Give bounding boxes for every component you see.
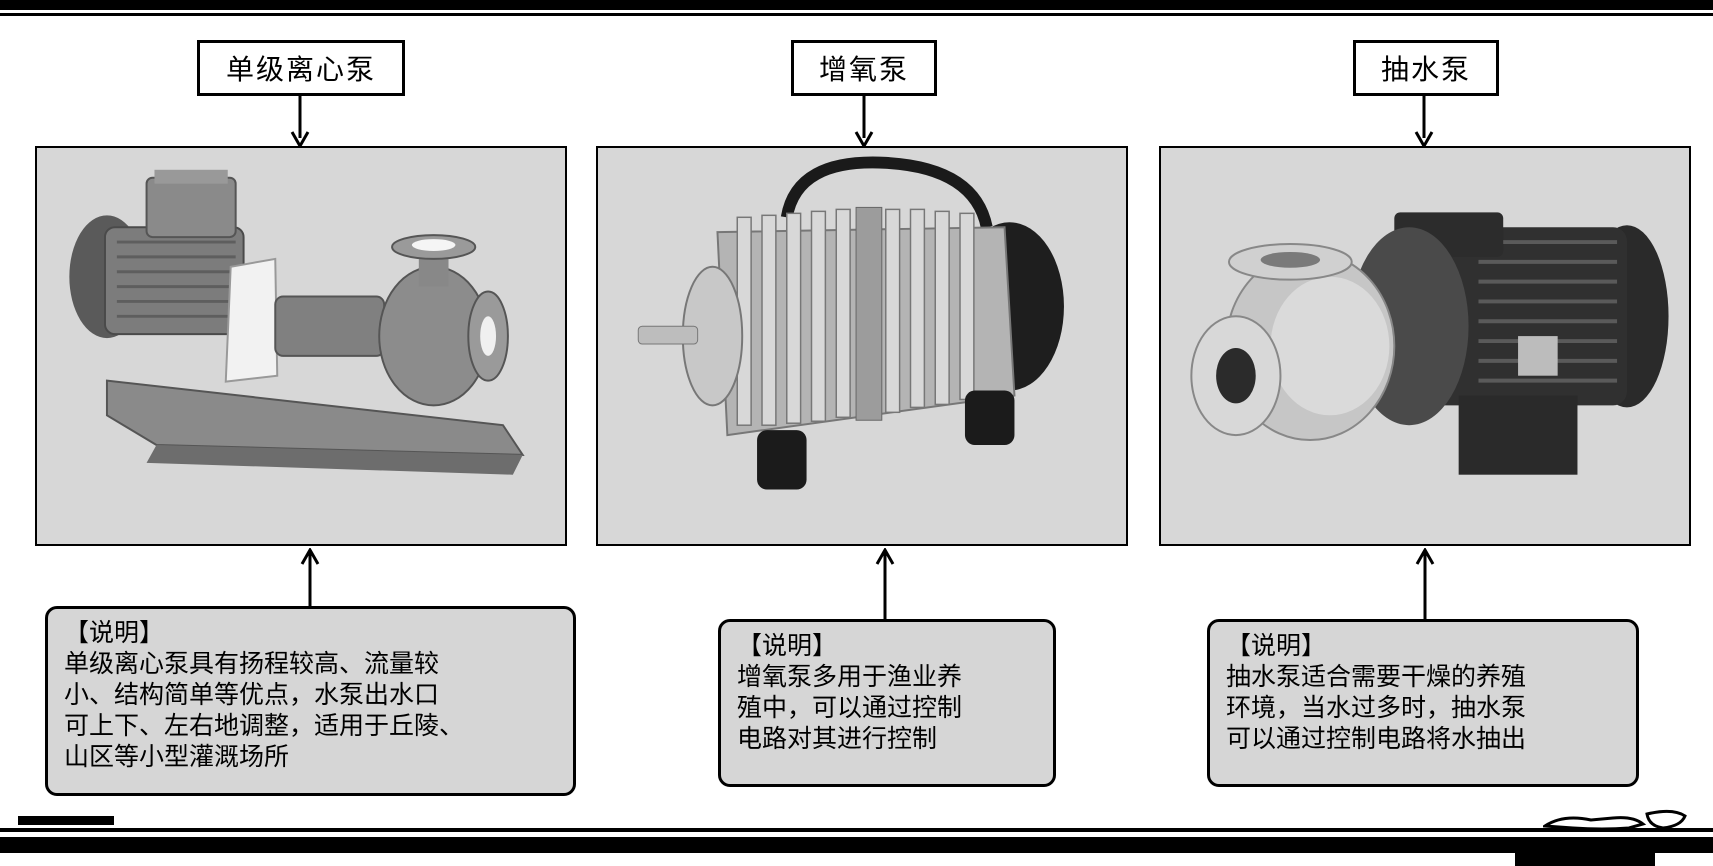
desc-text: 增氧泵多用于渔业养 殖中，可以通过控制 电路对其进行控制 bbox=[737, 662, 963, 753]
desc-heading: 【说明】 bbox=[737, 631, 838, 660]
photo-centrifugal-pump bbox=[35, 146, 567, 546]
arrow-down-icon bbox=[854, 96, 874, 148]
arrow-down-icon bbox=[1414, 96, 1434, 148]
desc-text: 抽水泵适合需要干燥的养殖 环境，当水过多时，抽水泵 可以通过控制电路将水抽出 bbox=[1226, 662, 1527, 753]
arrow-up-icon bbox=[300, 548, 320, 608]
centrifugal-pump-photo-icon bbox=[69, 169, 525, 475]
top-rule bbox=[0, 0, 1713, 10]
arrow-up-icon bbox=[875, 548, 895, 620]
title-water-pump: 抽水泵 bbox=[1353, 40, 1499, 96]
title-centrifugal-pump: 单级离心泵 bbox=[197, 40, 405, 96]
desc-heading: 【说明】 bbox=[1226, 631, 1327, 660]
title-water-pump-text: 抽水泵 bbox=[1380, 53, 1471, 86]
desc-centrifugal-pump: 【说明】 单级离心泵具有扬程较高、流量较 小、结构简单等优点，水泵出水口 可上下… bbox=[45, 606, 576, 796]
bottom-right-block bbox=[1515, 853, 1655, 866]
desc-text: 单级离心泵具有扬程较高、流量较 小、结构简单等优点，水泵出水口 可上下、左右地调… bbox=[64, 649, 465, 771]
desc-aerator-pump: 【说明】 增氧泵多用于渔业养 殖中，可以通过控制 电路对其进行控制 bbox=[718, 619, 1056, 787]
title-aerator-pump-text: 增氧泵 bbox=[818, 53, 909, 86]
aerator-pump-photo-icon bbox=[637, 156, 1064, 490]
water-pump-photo-icon bbox=[1190, 212, 1669, 475]
title-aerator-pump: 增氧泵 bbox=[791, 40, 937, 96]
title-centrifugal-pump-text: 单级离心泵 bbox=[225, 53, 376, 86]
publisher-logo-icon bbox=[1543, 809, 1687, 831]
desc-water-pump: 【说明】 抽水泵适合需要干燥的养殖 环境，当水过多时，抽水泵 可以通过控制电路将… bbox=[1207, 619, 1639, 787]
bottom-rule-thin bbox=[0, 828, 1713, 832]
arrow-up-icon bbox=[1415, 548, 1435, 620]
bottom-left-mark bbox=[18, 816, 114, 825]
photo-aerator-pump bbox=[596, 146, 1128, 546]
arrow-down-icon bbox=[290, 96, 310, 148]
top-rule-thin bbox=[0, 13, 1713, 16]
photo-water-pump bbox=[1159, 146, 1691, 546]
desc-heading: 【说明】 bbox=[64, 618, 165, 647]
bottom-rule bbox=[0, 837, 1713, 853]
